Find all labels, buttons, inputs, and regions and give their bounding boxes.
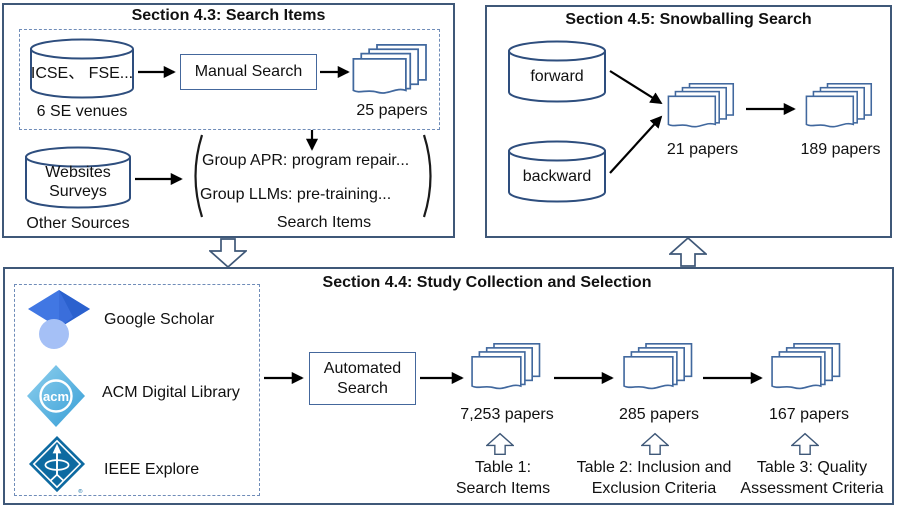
database-label: Google Scholar	[104, 311, 215, 328]
papers-stack-icon	[667, 83, 735, 128]
arrow-backward-to-merged	[609, 115, 663, 174]
manual-papers-count: 25 papers	[356, 102, 428, 119]
papers-stack-icon	[471, 343, 541, 390]
stage1-caption-line2: Search Items	[455, 480, 551, 497]
arrow-papers-to-group	[305, 130, 319, 151]
arrow-stage2-to-stage3	[703, 371, 763, 385]
stage3-caption-line1: Table 3: Quality	[756, 459, 868, 476]
arrow-forward-to-merged	[609, 70, 663, 104]
left-paren	[194, 134, 204, 218]
other-sources-cylinder: Websites Surveys	[24, 146, 132, 210]
stage2-caption-line1: Table 2: Inclusion and	[576, 459, 732, 476]
papers-stack-icon	[771, 343, 841, 390]
section-4-4-box: Section 4.4: Study Collection and Select…	[3, 267, 894, 505]
section-4-3-title: Section 4.3: Search Items	[131, 7, 326, 24]
search-items-label: Search Items	[276, 214, 372, 231]
section-4-5-box: Section 4.5: Snowballing Search forward …	[485, 5, 892, 238]
arrow-automated-to-stage1	[420, 371, 464, 385]
google-scholar-icon	[28, 290, 90, 349]
arrow-sources-to-group	[135, 172, 183, 186]
block-arrow-up-icon	[486, 432, 514, 456]
ieee-icon: ®	[28, 436, 86, 495]
stage2-count: 285 papers	[618, 406, 700, 423]
automated-search-line2: Search	[337, 379, 388, 397]
block-arrow-up-icon	[669, 237, 707, 267]
manual-search-label: Manual Search	[194, 63, 303, 80]
stage1-caption: Table 1: Search Items	[417, 457, 589, 499]
arrow-databases-to-automated	[264, 371, 304, 385]
cylinder-shape	[508, 140, 606, 203]
block-arrow-up-icon	[791, 432, 819, 456]
stage3-caption: Table 3: Quality Assessment Criteria	[726, 457, 897, 499]
section-4-3-box: Section 4.3: Search Items ICSE、 FSE... 6…	[2, 3, 455, 238]
manual-search-dashed-box	[19, 29, 440, 130]
ieee-registered-mark: ®	[78, 488, 83, 495]
stage3-count: 167 papers	[768, 406, 850, 423]
group-llms-text: Group LLMs: pre-training...	[200, 186, 392, 203]
acm-logo-text: acm	[43, 389, 69, 404]
stage1-caption-line1: Table 1:	[474, 459, 532, 476]
automated-search-line1: Automated	[323, 359, 402, 377]
merged-papers-count: 21 papers	[666, 141, 739, 158]
papers-stack-icon	[352, 44, 427, 94]
database-label: IEEE Explore	[104, 461, 200, 478]
database-label: ACM Digital Library	[102, 384, 240, 401]
venues-count-label: 6 SE venues	[36, 103, 128, 120]
other-sources-cylinder-label: Websites Surveys	[24, 146, 132, 210]
papers-stack-icon	[805, 83, 873, 128]
automated-search-box: Automated Search	[309, 352, 416, 405]
arrow-merged-to-final	[746, 102, 796, 116]
venues-cylinder: ICSE、 FSE...	[29, 38, 135, 100]
forward-cylinder: forward	[507, 40, 607, 104]
section-4-5-title: Section 4.5: Snowballing Search	[565, 11, 812, 28]
sources-line2: Surveys	[49, 183, 107, 200]
block-arrow-up-icon	[641, 432, 669, 456]
databases-dashed-box	[14, 284, 260, 496]
stage1-count: 7,253 papers	[460, 406, 554, 423]
stage2-caption-line2: Exclusion Criteria	[591, 480, 717, 497]
cylinder-shape	[25, 146, 131, 209]
stage2-caption: Table 2: Inclusion and Exclusion Criteri…	[568, 457, 740, 499]
other-sources-label: Other Sources	[26, 215, 130, 232]
stage3-caption-line2: Assessment Criteria	[740, 480, 884, 497]
group-apr-text: Group APR: program repair...	[202, 152, 410, 169]
arrow-stage1-to-stage2	[554, 371, 614, 385]
block-arrow-down-icon	[209, 238, 247, 268]
arrow-manual-to-papers	[320, 65, 350, 79]
cylinder-shape	[508, 40, 606, 103]
backward-cylinder: backward	[507, 140, 607, 204]
right-paren	[422, 134, 432, 218]
final-papers-count: 189 papers	[800, 141, 881, 158]
acm-icon: acm	[27, 365, 85, 427]
backward-cylinder-label: backward	[522, 167, 592, 185]
cylinder-shape	[30, 38, 134, 99]
venues-cylinder-label: ICSE、 FSE...	[30, 64, 134, 82]
manual-search-box: Manual Search	[180, 54, 317, 90]
forward-cylinder-label: forward	[530, 67, 584, 85]
arrow-venues-to-manual	[138, 65, 176, 79]
section-4-4-title: Section 4.4: Study Collection and Select…	[322, 274, 652, 291]
sources-line1: Websites	[45, 164, 111, 181]
papers-stack-icon	[623, 343, 693, 390]
